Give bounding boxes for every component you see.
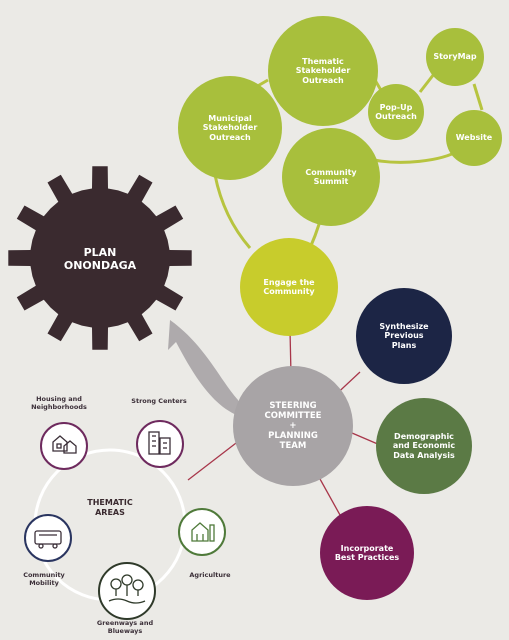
plan-onondaga-label: PLAN ONONDAGA (63, 246, 137, 272)
label-steering-committee: STEERING COMMITTEE + PLANNING TEAM (264, 400, 322, 452)
bus-icon (34, 530, 62, 549)
trees-icon (108, 574, 146, 604)
connector-popup-storymap (418, 73, 436, 93)
connector-engage-municipal (213, 174, 252, 249)
node-storymap: StoryMap (426, 28, 484, 86)
label-demographic-data-analysis: Demographic and Economic Data Analysis (392, 431, 456, 460)
node-municipal-stakeholder-outreach: Municipal Stakeholder Outreach (178, 76, 282, 180)
connector-storymap-website (472, 83, 484, 111)
label-municipal-stakeholder-outreach: Municipal Stakeholder Outreach (202, 113, 258, 142)
house-icon (52, 435, 77, 454)
label-strong-centers: Strong Centers (131, 397, 187, 405)
node-engage-the-community: Engage the Community (240, 238, 338, 336)
icon-housing-neighborhoods (40, 422, 88, 470)
plan-onondaga-label-box: PLAN ONONDAGA (40, 220, 160, 300)
arrow-to-plan (168, 320, 245, 418)
node-synthesize-previous-plans: Synthesize Previous Plans (356, 288, 452, 384)
icon-greenways-blueways (98, 562, 156, 620)
node-demographic-data-analysis: Demographic and Economic Data Analysis (376, 398, 472, 494)
label-housing-neighborhoods: Housing and Neighborhoods (31, 395, 87, 411)
building-icon (148, 431, 171, 455)
node-incorporate-best-practices: Incorporate Best Practices (320, 506, 414, 600)
label-storymap: StoryMap (433, 52, 477, 62)
icon-strong-centers (136, 420, 184, 468)
thematic-areas-title: THEMATIC AREAS (87, 498, 133, 517)
label-engage-the-community: Engage the Community (263, 277, 315, 296)
node-popup-outreach: Pop-Up Outreach (368, 84, 424, 140)
label-thematic-stakeholder-outreach: Thematic Stakeholder Outreach (295, 56, 351, 85)
label-community-mobility: Community Mobility (23, 571, 65, 587)
label-website: Website (455, 133, 493, 143)
node-thematic-stakeholder-outreach: Thematic Stakeholder Outreach (268, 16, 378, 126)
label-incorporate-best-practices: Incorporate Best Practices (334, 543, 400, 562)
plan-onondaga-gear (8, 166, 192, 350)
label-greenways-blueways: Greenways and Blueways (96, 619, 154, 635)
node-steering-committee: STEERING COMMITTEE + PLANNING TEAM (233, 366, 353, 486)
label-agriculture: Agriculture (189, 571, 231, 579)
connector-steering-thematic (187, 439, 241, 481)
node-community-summit: Community Summit (282, 128, 380, 226)
label-synthesize-previous-plans: Synthesize Previous Plans (379, 321, 429, 350)
node-website: Website (446, 110, 502, 166)
icon-agriculture (178, 508, 226, 556)
barn-icon (191, 522, 215, 542)
label-community-summit: Community Summit (305, 167, 357, 186)
label-popup-outreach: Pop-Up Outreach (375, 102, 417, 121)
icon-community-mobility (24, 514, 72, 562)
connector-summit-website (373, 148, 461, 164)
